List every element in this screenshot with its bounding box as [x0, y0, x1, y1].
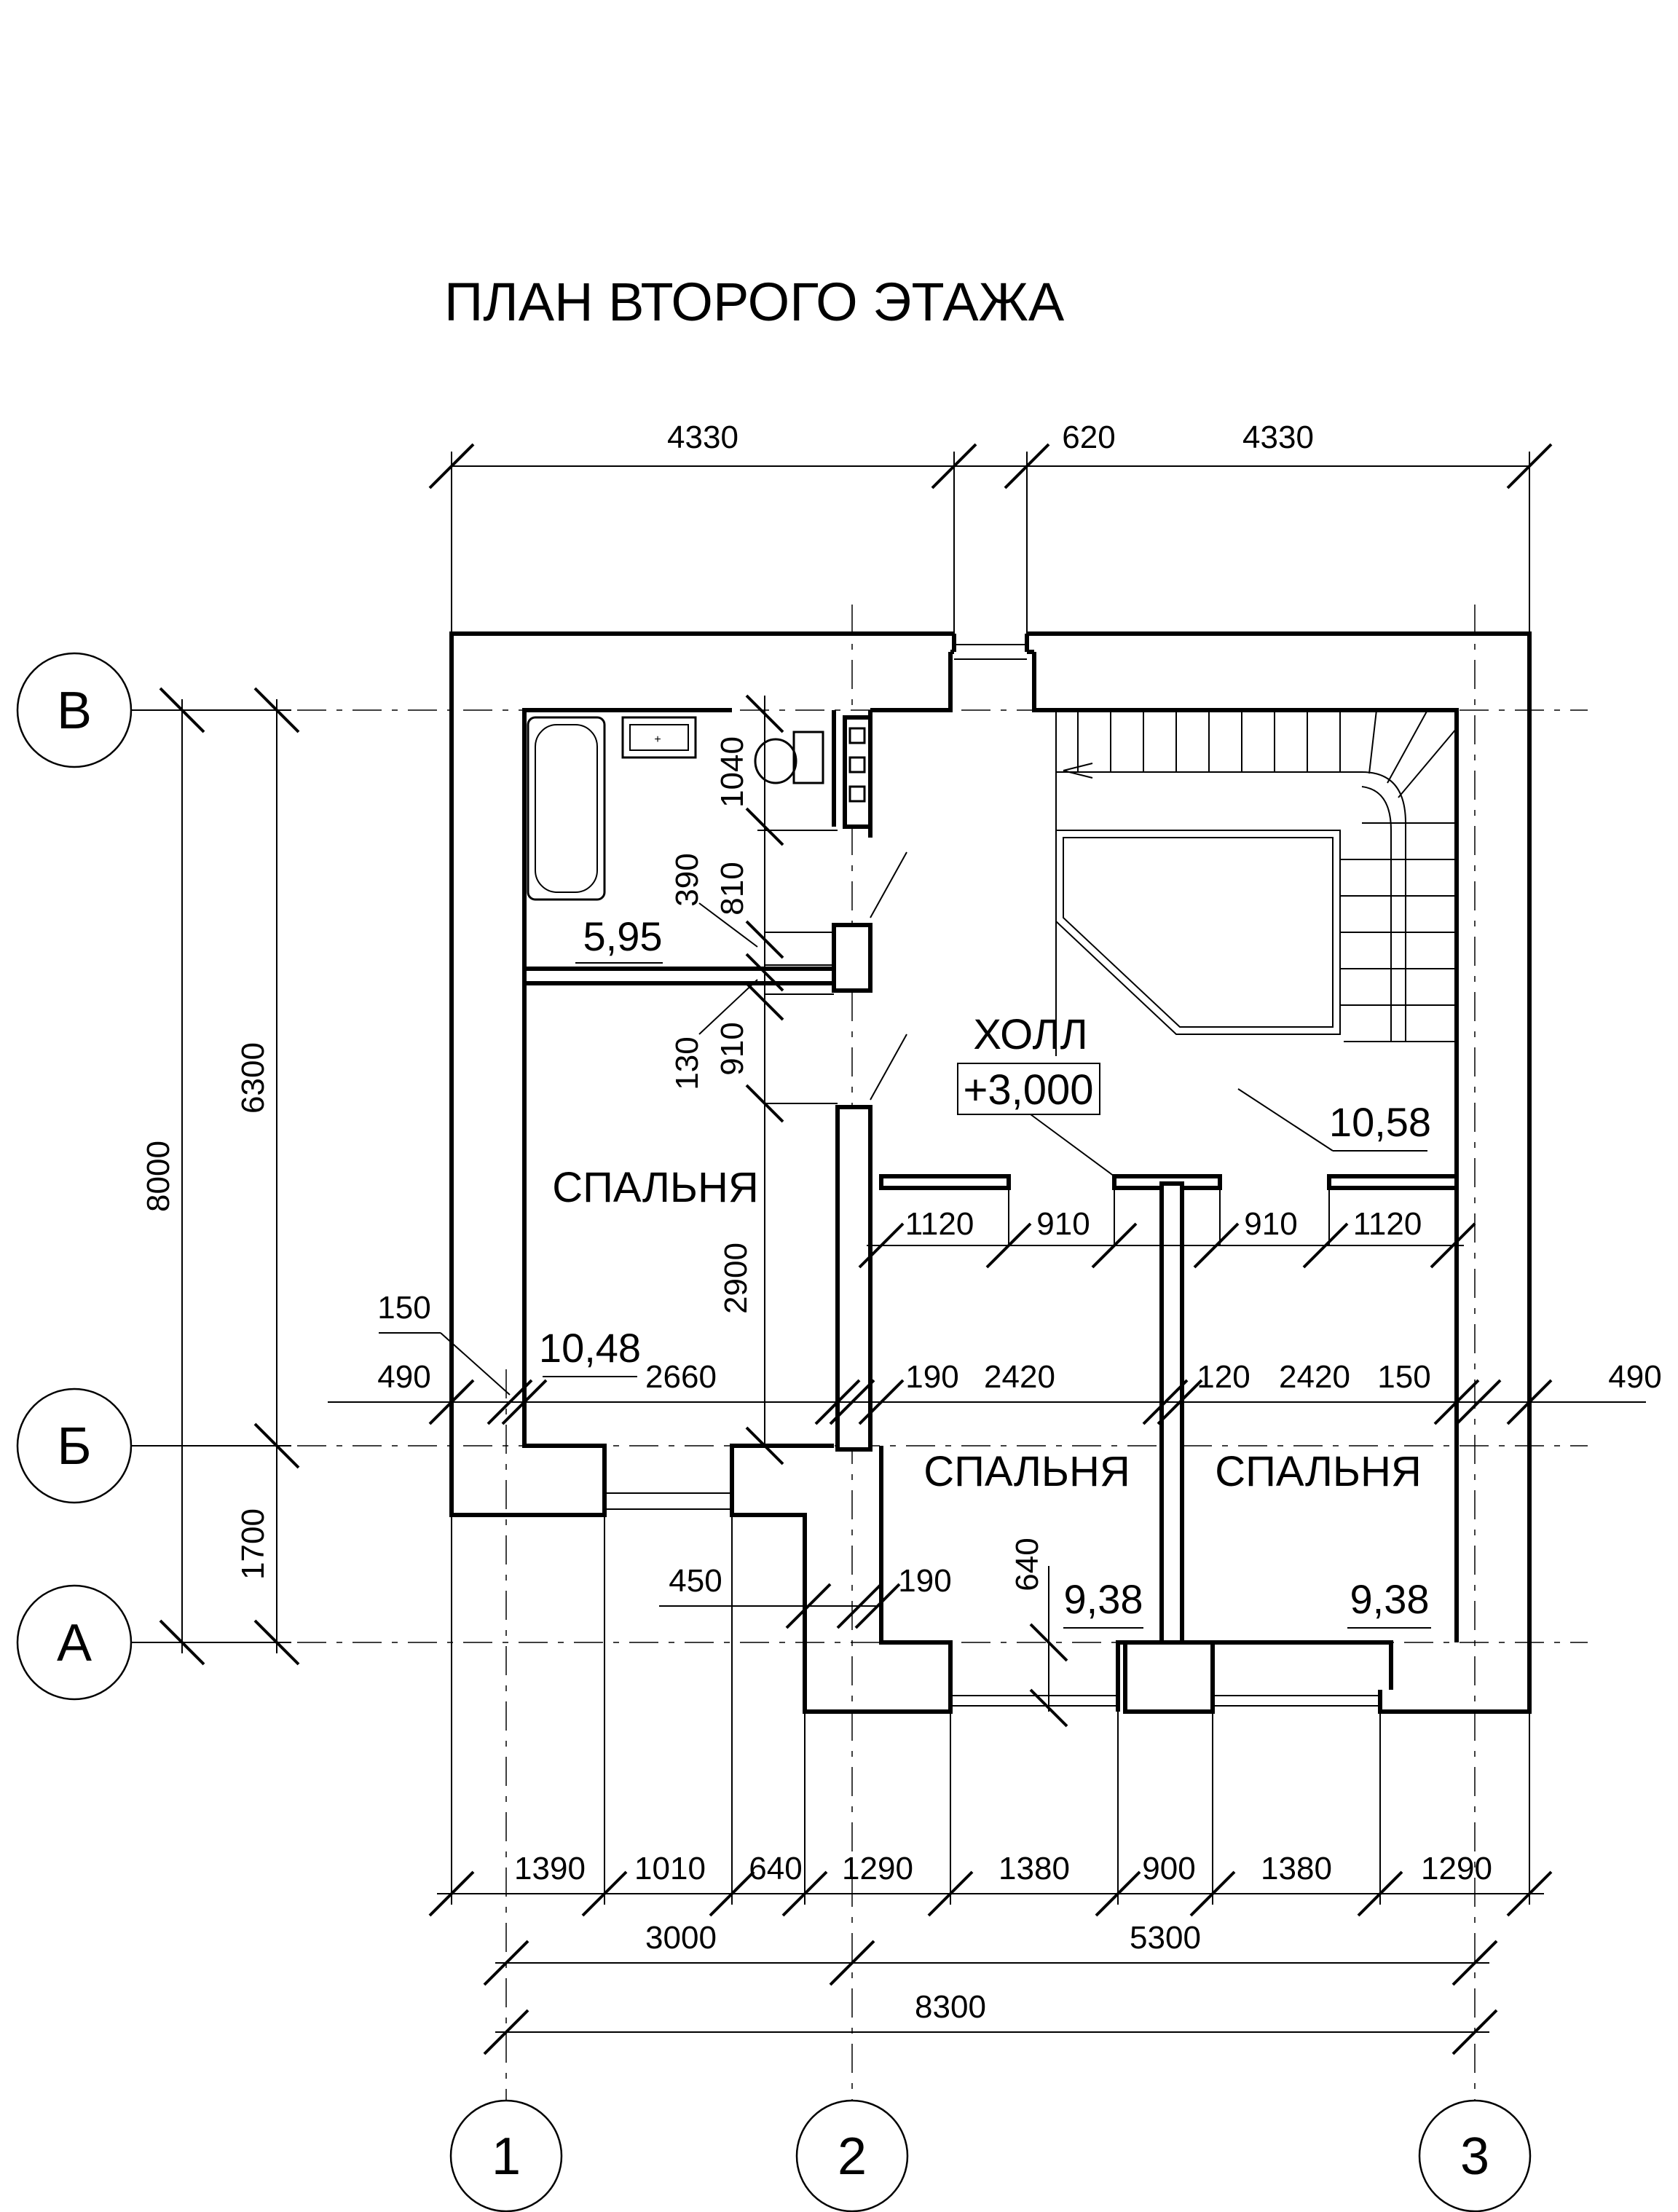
top-dimensions: 4330 620 4330 — [428, 420, 1553, 641]
level-leader — [1030, 1114, 1115, 1177]
axis-bubble-3: 3 — [1418, 2099, 1532, 2212]
svg-text:1040: 1040 — [714, 736, 750, 808]
svg-text:1010: 1010 — [634, 1851, 706, 1886]
axis-bubble-a: А — [16, 1584, 133, 1701]
svg-text:120: 120 — [1197, 1359, 1250, 1395]
axis-bubble-1: 1 — [449, 2099, 563, 2212]
bathtub-icon — [527, 716, 606, 901]
svg-text:1380: 1380 — [998, 1851, 1070, 1886]
area-bedroom-mid: 9,38 — [1064, 1576, 1143, 1622]
svg-text:490: 490 — [1608, 1359, 1661, 1395]
dim-top-3: 4330 — [1242, 420, 1314, 455]
axis-bubble-2: 2 — [795, 2099, 909, 2212]
room-name-hall: ХОЛЛ — [973, 1011, 1087, 1058]
dim-left-8000: 8000 — [141, 1141, 176, 1212]
level-mark: +3,000 — [963, 1066, 1093, 1114]
area-bedroom-left: 10,48 — [539, 1325, 641, 1371]
svg-text:В: В — [57, 682, 92, 740]
svg-text:150: 150 — [1377, 1359, 1430, 1395]
level-mark-frame — [957, 1063, 1100, 1115]
axis-bubble-b: Б — [16, 1388, 133, 1504]
svg-text:910: 910 — [714, 1022, 750, 1075]
left-dimensions: 8000 6300 1700 — [131, 687, 300, 1666]
svg-text:1290: 1290 — [842, 1851, 913, 1886]
svg-text:640: 640 — [1009, 1538, 1045, 1591]
svg-text:+: + — [654, 733, 661, 746]
svg-text:910: 910 — [1244, 1206, 1297, 1242]
dim-top-2: 620 — [1062, 420, 1115, 455]
svg-text:390: 390 — [669, 853, 705, 906]
svg-text:900: 900 — [1142, 1851, 1195, 1886]
svg-text:2420: 2420 — [1279, 1359, 1350, 1395]
bottom-dimensions: 1390 1010 640 1290 1380 900 1380 1290 30… — [428, 1515, 1553, 2055]
axis-bubble-v: В — [16, 652, 133, 768]
svg-text:910: 910 — [1036, 1206, 1090, 1242]
svg-text:5300: 5300 — [1130, 1920, 1201, 1956]
svg-text:1: 1 — [492, 2128, 521, 2186]
svg-text:2660: 2660 — [645, 1359, 717, 1395]
svg-text:150: 150 — [377, 1290, 430, 1326]
svg-text:1120: 1120 — [1353, 1206, 1422, 1242]
area-hall-leader — [1237, 1088, 1334, 1152]
dim-left-1700: 1700 — [235, 1508, 271, 1580]
svg-text:810: 810 — [714, 862, 750, 915]
svg-text:2: 2 — [838, 2128, 867, 2186]
svg-text:190: 190 — [905, 1359, 958, 1395]
svg-text:2420: 2420 — [984, 1359, 1055, 1395]
area-hall: 10,58 — [1329, 1099, 1431, 1145]
svg-text:450: 450 — [669, 1563, 722, 1599]
svg-text:А: А — [57, 1614, 92, 1672]
svg-text:1390: 1390 — [514, 1851, 586, 1886]
svg-text:8300: 8300 — [915, 1989, 986, 2025]
drawing-title: ПЛАН ВТОРОГО ЭТАЖА — [444, 272, 1065, 332]
area-bathroom: 5,95 — [583, 913, 663, 959]
svg-text:3000: 3000 — [645, 1920, 717, 1956]
room-name-bedroom-mid: СПАЛЬНЯ — [923, 1448, 1130, 1495]
svg-text:640: 640 — [749, 1851, 802, 1886]
room-name-bedroom-left: СПАЛЬНЯ — [552, 1164, 758, 1211]
svg-text:1290: 1290 — [1421, 1851, 1492, 1886]
dim-left-6300: 6300 — [235, 1042, 271, 1114]
svg-text:3: 3 — [1460, 2128, 1489, 2186]
svg-text:Б: Б — [57, 1417, 91, 1476]
inner-dimensions: 1040 390 810 130 910 2900 490 150 2660 1… — [328, 694, 1662, 1728]
svg-text:130: 130 — [669, 1036, 705, 1090]
stove-icon — [843, 715, 873, 829]
door-swings — [870, 851, 907, 1101]
interior-walls — [522, 710, 1459, 1714]
area-bedroom-right: 9,38 — [1350, 1576, 1430, 1622]
svg-text:190: 190 — [898, 1563, 951, 1599]
svg-text:1380: 1380 — [1261, 1851, 1332, 1886]
svg-text:2900: 2900 — [718, 1243, 754, 1314]
dim-top-1: 4330 — [667, 420, 738, 455]
staircase — [1055, 709, 1457, 1056]
room-name-bedroom-right: СПАЛЬНЯ — [1215, 1448, 1421, 1495]
toilet-icon — [754, 731, 824, 784]
sink-icon: + — [621, 716, 697, 759]
svg-text:1120: 1120 — [905, 1206, 974, 1242]
svg-text:490: 490 — [377, 1359, 430, 1395]
